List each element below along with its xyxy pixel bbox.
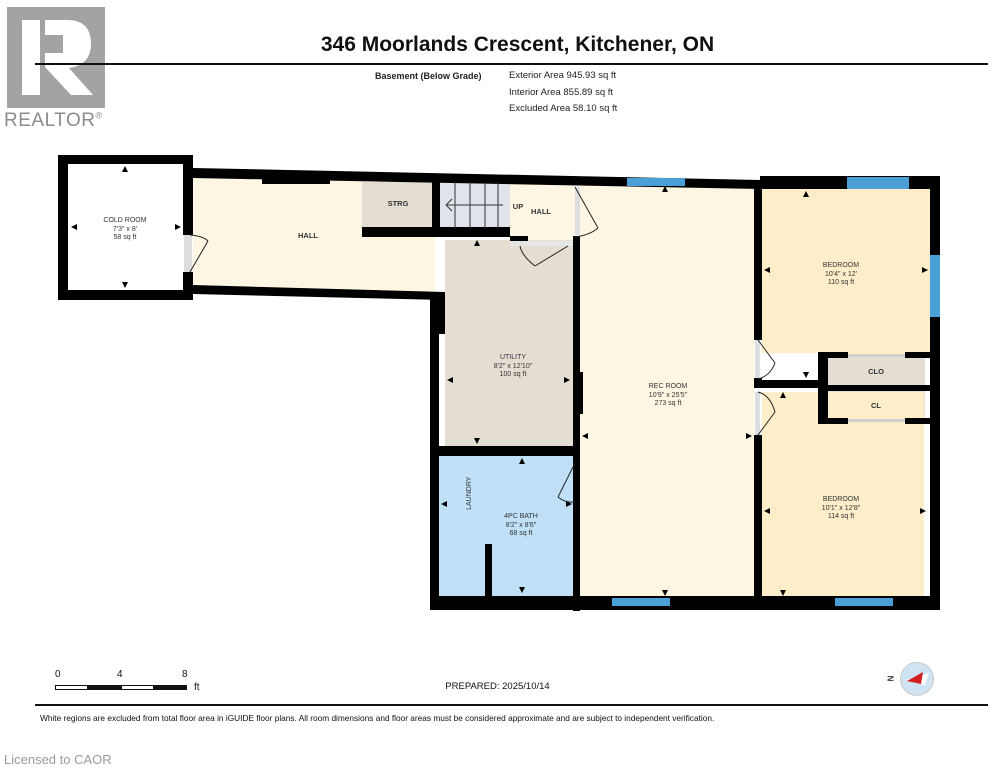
room-storage: STRG — [387, 199, 409, 208]
closet-1-fill — [827, 357, 925, 385]
stairs-up-label: UP — [512, 202, 524, 211]
scale-tick-8: 8 — [182, 669, 188, 680]
rec-room-fill — [580, 184, 754, 598]
exterior-area: Exterior Area 945.93 sq ft — [509, 70, 617, 81]
room-closet-2: CL — [871, 401, 881, 410]
closet-2-door — [848, 419, 905, 422]
bath-fill — [438, 456, 573, 596]
bedroom-1-fill — [762, 189, 930, 353]
property-title: 346 Moorlands Crescent, Kitchener, ON — [320, 33, 715, 56]
room-closet-1: CLO — [868, 367, 884, 376]
realtor-logo — [7, 7, 105, 108]
footer-divider — [35, 704, 988, 706]
compass-north-label: N — [886, 675, 896, 682]
prepared-date: PREPARED: 2025/10/14 — [445, 681, 550, 692]
room-hall-west: HALL — [298, 231, 318, 240]
license-text: Licensed to CAOR — [4, 752, 112, 767]
dimension-markers — [71, 166, 928, 596]
excluded-area: Excluded Area 58.10 sq ft — [509, 103, 618, 114]
stair-arrow-icon — [445, 198, 503, 212]
compass-icon — [900, 662, 934, 696]
scale-unit: ft — [194, 682, 200, 693]
windows — [612, 177, 940, 606]
interior-area: Interior Area 855.89 sq ft — [509, 87, 614, 98]
realtor-wordmark: REALTOR® — [4, 110, 103, 131]
level-label: Basement (Below Grade) — [375, 71, 482, 81]
cold-room-fill — [68, 163, 183, 291]
storage-fill — [362, 182, 435, 227]
laundry-label: LAUNDRY — [465, 476, 473, 510]
utility-fill — [445, 240, 573, 448]
doors — [184, 186, 776, 503]
disclaimer-text: White regions are excluded from total fl… — [40, 713, 715, 723]
title-divider — [35, 63, 988, 65]
scale-tick-0: 0 — [55, 669, 61, 680]
hall-east-fill — [510, 182, 575, 240]
closet-1-door — [848, 354, 905, 357]
walls — [58, 155, 940, 611]
bedroom-2-fill — [762, 392, 924, 598]
room-hall-east: HALL — [531, 207, 551, 216]
realtor-r-icon — [22, 20, 93, 95]
scale-tick-4: 4 — [117, 669, 123, 680]
